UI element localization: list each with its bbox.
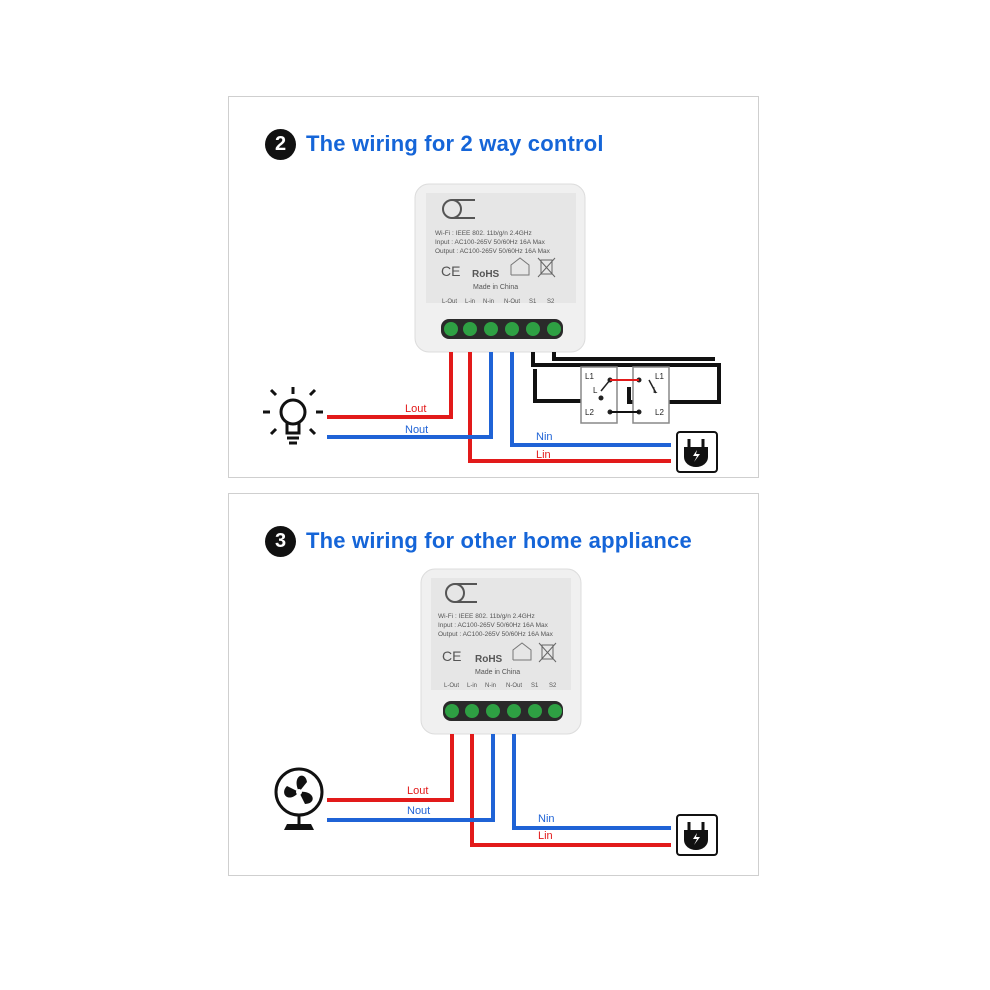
terminal-label-lout: L-Out bbox=[442, 299, 457, 305]
wire-label-lout: Lout bbox=[405, 403, 426, 415]
ce-mark: CE bbox=[441, 263, 460, 279]
wire-label-lin: Lin bbox=[536, 449, 551, 461]
svg-text:L2: L2 bbox=[655, 408, 664, 417]
step-badge: 2 bbox=[265, 128, 296, 160]
smart-switch-module: Wi-Fi : IEEE 802. 11b/g/n 2.4GHz Input :… bbox=[420, 568, 582, 735]
panel-title: The wiring for other home appliance bbox=[306, 528, 692, 553]
terminal-label-nout: N-Out bbox=[504, 299, 520, 305]
switch-wires bbox=[531, 352, 721, 404]
light-bulb-icon bbox=[263, 387, 323, 445]
terminal-label-nin: N-in bbox=[483, 299, 494, 305]
live-wires bbox=[327, 734, 671, 847]
wire-label-lin: Lin bbox=[538, 830, 553, 842]
step-badge: 3 bbox=[265, 525, 296, 557]
live-wires bbox=[327, 352, 671, 463]
module-output-spec: Output : AC100-265V 50/60Hz 16A Max bbox=[438, 631, 554, 638]
weee-bin-icon bbox=[538, 642, 557, 663]
terminal-label-lin: L-in bbox=[467, 683, 477, 689]
made-in-text: Made in China bbox=[475, 669, 520, 676]
module-wifi-spec: Wi-Fi : IEEE 802. 11b/g/n 2.4GHz bbox=[435, 230, 532, 237]
fan-icon bbox=[274, 767, 324, 830]
panel-header: 2 The wiring for 2 way control bbox=[265, 127, 604, 161]
svg-text:L: L bbox=[593, 386, 598, 395]
wire-label-nout: Nout bbox=[405, 424, 428, 436]
terminal-label-nout: N-Out bbox=[506, 683, 522, 689]
terminal-label-s1: S1 bbox=[531, 683, 539, 689]
house-icon bbox=[510, 257, 530, 276]
power-plug-icon bbox=[676, 431, 718, 473]
smart-switch-module: Wi-Fi : IEEE 802. 11b/g/n 2.4GHz Input :… bbox=[414, 183, 586, 353]
wiring-diagram-2-way: Wi-Fi : IEEE 802. 11b/g/n 2.4GHz Input :… bbox=[263, 183, 721, 473]
wall-switch-2: L1 L L2 bbox=[632, 366, 670, 424]
svg-text:L1: L1 bbox=[585, 372, 594, 381]
wall-switch-1: L1 L L2 bbox=[580, 366, 618, 424]
terminal-block bbox=[443, 701, 563, 721]
terminal-label-s1: S1 bbox=[529, 299, 537, 305]
wire-label-lout: Lout bbox=[407, 785, 428, 797]
wiring-panel-2-way: 2 The wiring for 2 way control Wi-Fi : I… bbox=[228, 96, 759, 478]
svg-text:L1: L1 bbox=[655, 372, 664, 381]
wire-label-nin: Nin bbox=[536, 431, 553, 443]
rohs-mark: RoHS bbox=[472, 269, 500, 280]
wire-label-nin: Nin bbox=[538, 813, 555, 825]
terminal-block bbox=[441, 319, 563, 339]
ce-mark: CE bbox=[442, 648, 461, 664]
module-output-spec: Output : AC100-265V 50/60Hz 16A Max bbox=[435, 248, 551, 255]
module-wifi-spec: Wi-Fi : IEEE 802. 11b/g/n 2.4GHz bbox=[438, 613, 535, 620]
neutral-wires bbox=[327, 734, 671, 830]
neutral-wires bbox=[327, 352, 671, 447]
terminal-label-lout: L-Out bbox=[444, 683, 459, 689]
panel-title: The wiring for 2 way control bbox=[306, 131, 604, 156]
svg-text:L2: L2 bbox=[585, 408, 594, 417]
wiring-panel-appliance: 3 The wiring for other home appliance Wi… bbox=[228, 493, 759, 876]
terminal-label-lin: L-in bbox=[465, 299, 475, 305]
power-plug-icon bbox=[676, 814, 718, 856]
hook-logo-icon bbox=[445, 583, 477, 603]
module-input-spec: Input : AC100-265V 50/60Hz 16A Max bbox=[435, 239, 546, 246]
panel-header: 3 The wiring for other home appliance bbox=[265, 524, 692, 558]
weee-bin-icon bbox=[537, 257, 556, 278]
house-icon bbox=[512, 642, 532, 661]
terminal-label-s2: S2 bbox=[549, 683, 557, 689]
terminal-label-nin: N-in bbox=[485, 683, 496, 689]
rohs-mark: RoHS bbox=[475, 654, 503, 665]
made-in-text: Made in China bbox=[473, 284, 518, 291]
module-input-spec: Input : AC100-265V 50/60Hz 16A Max bbox=[438, 622, 549, 629]
hook-logo-icon bbox=[442, 199, 475, 219]
wiring-diagram-appliance: Wi-Fi : IEEE 802. 11b/g/n 2.4GHz Input :… bbox=[274, 568, 718, 856]
wire-label-nout: Nout bbox=[407, 805, 430, 817]
terminal-label-s2: S2 bbox=[547, 299, 555, 305]
